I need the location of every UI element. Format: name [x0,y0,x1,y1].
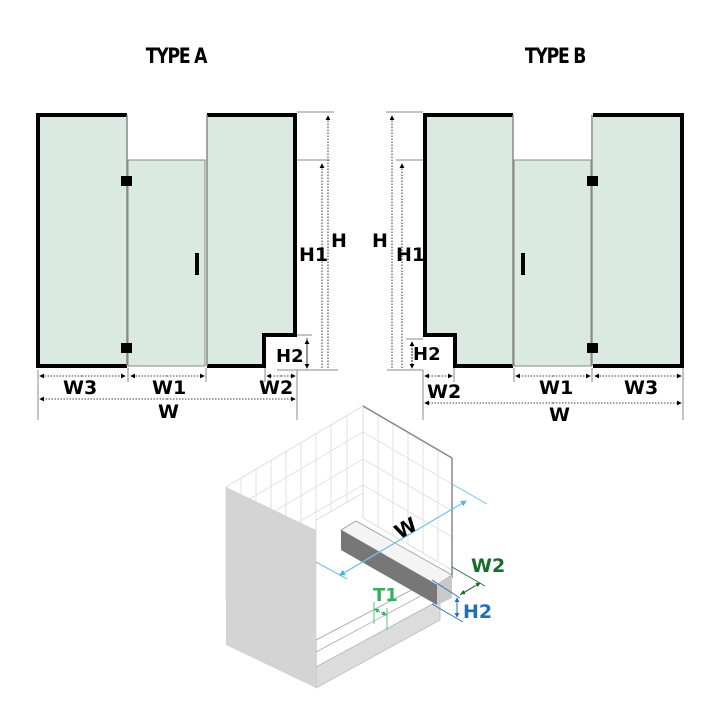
type-a-fixed-panel-left [38,115,127,366]
type-b-fixed-panel-right [593,115,682,366]
type-a-label-w3: W3 [63,377,97,399]
type-a-label-w2: W2 [259,377,293,399]
type-a-label-h: H [331,230,347,252]
type-a-label-w: W [158,401,179,423]
type-b-label-h: H [372,230,388,252]
type-a-label-h2: H2 [276,346,304,367]
type-b-diagram: H H1 H2 W2 W1 W3 W [372,111,684,426]
hinge-icon [587,176,598,186]
side-wall-block [226,487,316,688]
iso-label-h2: H2 [463,601,492,623]
type-b-label-h2: H2 [413,344,441,365]
glass-edge-line [362,405,453,459]
door-handle-icon [195,253,199,275]
hinge-icon [121,343,132,353]
iso-label-t1: T1 [373,585,398,606]
iso-label-w2: W2 [471,555,505,577]
curb-front [341,530,437,605]
type-a-frame-left [36,113,127,368]
hinge-icon [121,176,132,186]
type-a-label-h1: H1 [299,244,328,266]
type-b-label-w2: W2 [427,381,461,403]
type-a-fixed-panel-right [207,115,295,366]
type-b-label-w: W [549,404,570,426]
type-b-title: TYPE B [524,44,587,68]
type-b-label-h1: H1 [396,244,425,266]
type-b-label-w1: W1 [539,377,573,399]
type-a-door-panel [127,159,206,367]
isometric-shower-illustration: W W2 H2 T1 [225,405,505,689]
type-b-door-panel [513,159,592,367]
type-a-diagram: H H1 H2 W3 W1 W2 W [36,111,347,423]
curb-end [437,575,452,605]
type-b-fixed-panel-left [425,115,513,366]
type-b-frame-right [593,113,684,368]
type-a-title: TYPE A [145,44,208,68]
door-handle-icon [521,253,525,275]
type-b-label-w3: W3 [624,377,658,399]
type-b-frame-left [423,113,513,368]
type-a-label-w1: W1 [152,377,186,399]
hinge-icon [587,343,598,353]
type-a-frame-right [207,113,297,368]
